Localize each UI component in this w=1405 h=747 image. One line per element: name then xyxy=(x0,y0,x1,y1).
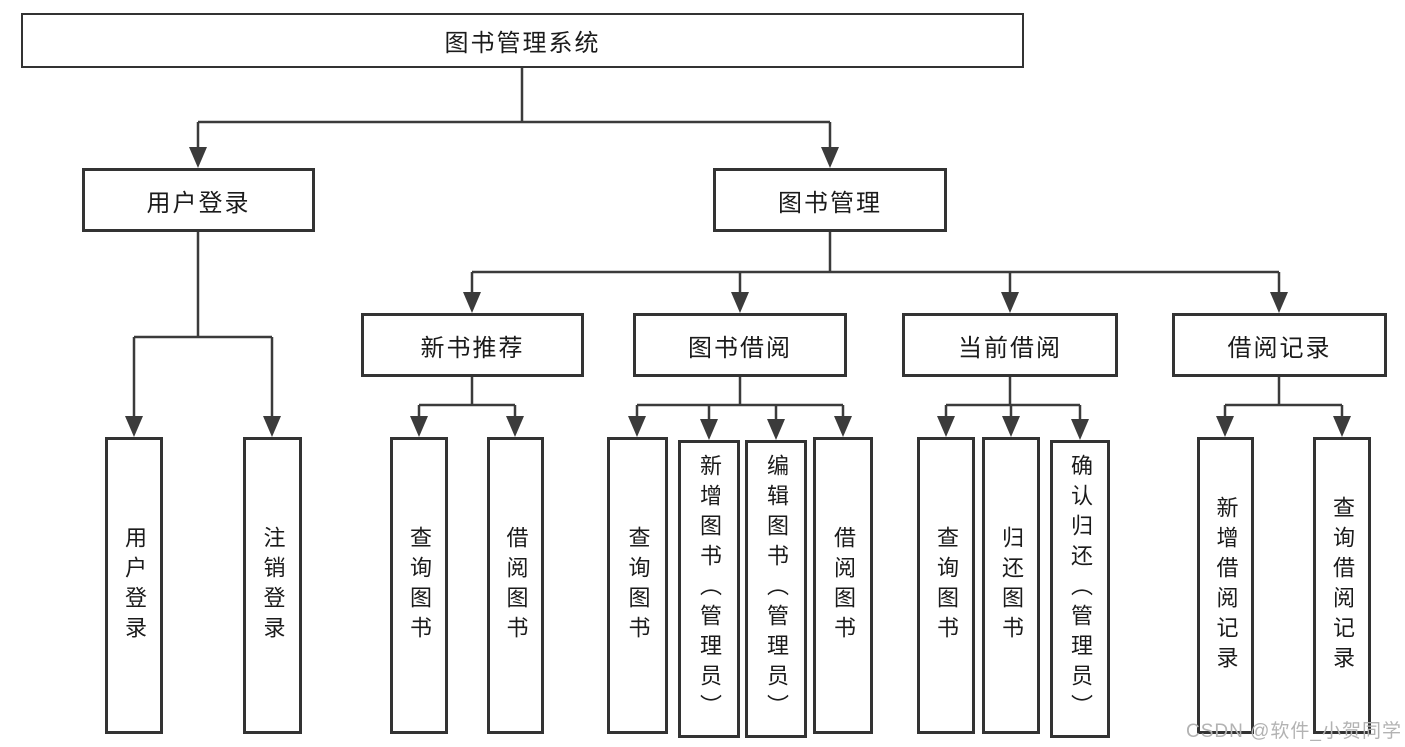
node-label: 用户登录 xyxy=(146,189,251,217)
node-label: 查询图书 xyxy=(934,525,959,646)
arrowhead xyxy=(821,147,839,168)
node-label: 查询图书 xyxy=(625,525,651,646)
arrowhead xyxy=(767,419,785,440)
connector-root-split xyxy=(196,68,832,148)
node-leaf-return-books: 归还图书 xyxy=(982,437,1040,734)
arrowhead xyxy=(463,292,481,313)
arrowhead xyxy=(1001,292,1019,313)
arrowhead xyxy=(834,416,852,437)
node-borrowing-records: 借阅记录 xyxy=(1172,313,1387,377)
node-leaf-confirm-return-admin: 确认归还（管理员） xyxy=(1050,440,1110,738)
arrowhead xyxy=(189,147,207,168)
node-label: 编辑图书（管理员） xyxy=(764,454,789,724)
node-book-management-branch: 图书管理 xyxy=(713,168,947,232)
node-new-book-recommendation: 新书推荐 xyxy=(361,313,584,377)
node-label: 新书推荐 xyxy=(420,334,525,362)
node-label: 借阅记录 xyxy=(1227,334,1332,362)
node-label: 注销登录 xyxy=(260,525,286,646)
node-leaf-user-login: 用户登录 xyxy=(105,437,163,734)
node-label: 当前借阅 xyxy=(958,334,1062,362)
arrowhead xyxy=(410,416,428,437)
node-leaf-add-borrow-record: 新增借阅记录 xyxy=(1197,437,1254,734)
node-leaf-query-books-3: 查询图书 xyxy=(917,437,975,734)
node-leaf-logout: 注销登录 xyxy=(243,437,302,734)
arrowhead xyxy=(731,292,749,313)
node-label: 借阅图书 xyxy=(831,525,856,646)
arrowhead xyxy=(1002,416,1020,437)
arrowhead xyxy=(506,416,524,437)
node-label: 新增图书（管理员） xyxy=(697,454,722,724)
node-leaf-edit-books-admin: 编辑图书（管理员） xyxy=(745,440,807,738)
connector-borrow-record-split xyxy=(1223,377,1344,417)
connector-book-borrow-split xyxy=(635,377,845,420)
node-label: 图书借阅 xyxy=(688,334,792,362)
arrowhead xyxy=(1270,292,1288,313)
arrowhead xyxy=(125,416,143,437)
node-label: 确认归还（管理员） xyxy=(1068,454,1093,724)
arrowhead xyxy=(628,416,646,437)
csdn-watermark: CSDN @软件_小贺同学 xyxy=(1186,721,1402,742)
node-leaf-query-books-2: 查询图书 xyxy=(607,437,668,734)
connector-new-book-split xyxy=(417,377,517,417)
node-label: 图书管理系统 xyxy=(444,30,601,57)
node-leaf-borrow-books-1: 借阅图书 xyxy=(487,437,544,734)
node-leaf-add-books-admin: 新增图书（管理员） xyxy=(678,440,740,738)
arrowhead xyxy=(937,416,955,437)
node-library-management-system: 图书管理系统 xyxy=(21,13,1024,68)
connector-book-mgmt-split xyxy=(470,232,1281,293)
node-leaf-query-borrow-record: 查询借阅记录 xyxy=(1313,437,1371,734)
node-label: 归还图书 xyxy=(999,525,1024,646)
node-current-borrowing: 当前借阅 xyxy=(902,313,1118,377)
node-leaf-query-books-1: 查询图书 xyxy=(390,437,448,734)
node-label: 查询图书 xyxy=(407,525,432,646)
node-label: 用户登录 xyxy=(122,525,147,646)
node-label: 新增借阅记录 xyxy=(1213,495,1239,676)
arrowhead xyxy=(1216,416,1234,437)
connector-user-login-split xyxy=(132,232,274,417)
node-user-login-branch: 用户登录 xyxy=(82,168,315,232)
arrowhead xyxy=(263,416,281,437)
node-label: 借阅图书 xyxy=(503,525,529,646)
arrowhead xyxy=(1071,419,1089,440)
connector-current-borrow-split xyxy=(944,377,1082,420)
node-label: 图书管理 xyxy=(778,189,882,217)
arrowhead xyxy=(1333,416,1351,437)
node-label: 查询借阅记录 xyxy=(1330,495,1355,676)
node-book-borrowing: 图书借阅 xyxy=(633,313,847,377)
node-leaf-borrow-books-2: 借阅图书 xyxy=(813,437,873,734)
arrowhead xyxy=(700,419,718,440)
